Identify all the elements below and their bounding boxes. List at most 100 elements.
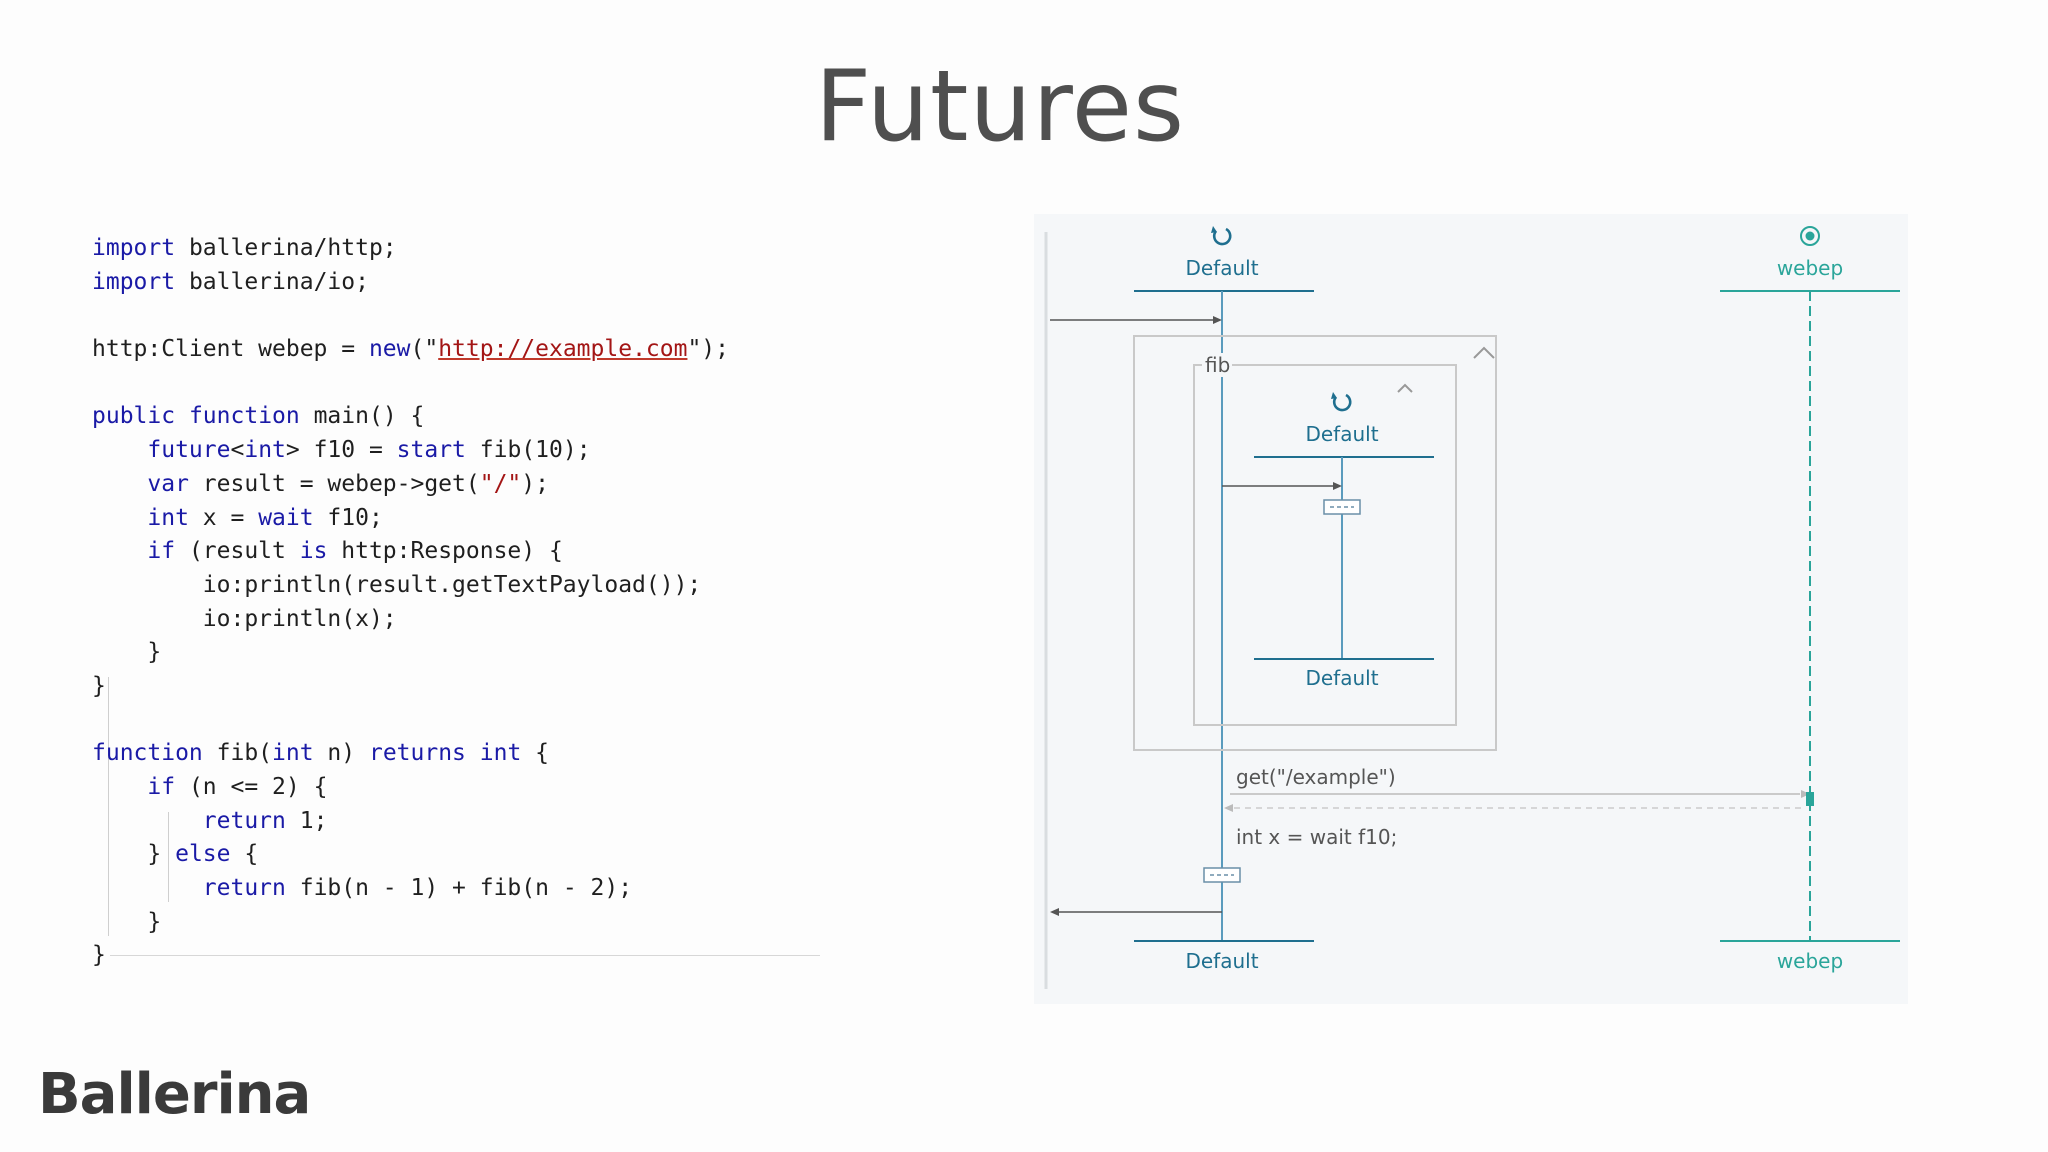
code-token: wait bbox=[258, 504, 314, 531]
code-token: http:Client webep = bbox=[92, 336, 369, 363]
code-token: new bbox=[368, 336, 411, 363]
inner-default-bottom-label: Default bbox=[1305, 666, 1378, 690]
code-token: return bbox=[202, 807, 286, 834]
code-line: return fib(n - 1) + fib(n - 2); bbox=[92, 872, 729, 906]
code-line: future<int> f10 = start fib(10); bbox=[92, 434, 729, 468]
slide-title: Futures bbox=[814, 50, 1186, 164]
code-token: future bbox=[147, 437, 231, 464]
code-token: public bbox=[92, 403, 176, 430]
webep-lifeline-top-label: webep bbox=[1777, 256, 1843, 280]
code-line: } bbox=[92, 939, 729, 973]
code-token: returns bbox=[368, 740, 466, 767]
code-token: } bbox=[92, 942, 106, 969]
code-token: { bbox=[521, 740, 550, 767]
code-token: int bbox=[479, 740, 522, 767]
default-lifeline-top-label: Default bbox=[1185, 256, 1258, 280]
wait-statement-label: int x = wait f10; bbox=[1236, 825, 1397, 849]
code-line: function fib(int n) returns int { bbox=[92, 737, 729, 771]
return-arrow-head bbox=[1050, 908, 1059, 916]
start-fib-arrow-head bbox=[1333, 482, 1342, 490]
incoming-arrow-head bbox=[1213, 316, 1222, 324]
code-token: { bbox=[230, 841, 259, 868]
code-line: } bbox=[92, 636, 729, 670]
inner-collapse-chevron-up-icon[interactable] bbox=[1397, 383, 1413, 393]
indent-guide bbox=[108, 677, 109, 936]
get-message-label: get("/example") bbox=[1236, 765, 1396, 789]
outer-collapsed-block[interactable] bbox=[1203, 867, 1241, 883]
code-token: io:println(x); bbox=[92, 605, 397, 632]
ballerina-logo: Ballerina bbox=[38, 1062, 311, 1127]
code-token bbox=[92, 774, 147, 800]
code-token: ); bbox=[521, 470, 549, 497]
code-line: } bbox=[92, 670, 729, 704]
inner-collapsed-block[interactable] bbox=[1323, 499, 1361, 515]
sequence-diagram: Default Default webep webep fib Defau bbox=[1034, 214, 1908, 1004]
code-token bbox=[92, 538, 147, 564]
code-token bbox=[92, 437, 147, 463]
code-token: int bbox=[272, 740, 314, 767]
code-token bbox=[92, 471, 147, 497]
code-token: (n <= 2) { bbox=[175, 774, 328, 800]
code-line: public function main() { bbox=[92, 400, 729, 434]
code-line: int x = wait f10; bbox=[92, 502, 729, 536]
code-line: } else { bbox=[92, 838, 729, 872]
endpoint-target-icon bbox=[1800, 226, 1820, 246]
outer-collapse-chevron-up-icon[interactable] bbox=[1473, 346, 1495, 359]
code-token: function bbox=[92, 740, 203, 767]
code-listing: import ballerina/http;import ballerina/i… bbox=[92, 232, 729, 973]
code-token: function bbox=[188, 403, 300, 430]
code-token: (result bbox=[175, 538, 300, 565]
fib-label-bg bbox=[1202, 353, 1232, 377]
code-token: "/" bbox=[479, 470, 522, 497]
code-token: ballerina/http; bbox=[175, 235, 397, 261]
code-token: if bbox=[147, 538, 176, 565]
code-token: f10; bbox=[313, 504, 383, 531]
code-token: } bbox=[92, 639, 162, 666]
indent-guide bbox=[168, 812, 169, 902]
get-response-arrow-head bbox=[1224, 804, 1233, 812]
code-token: main() { bbox=[299, 403, 425, 430]
code-token: io:println(result.getTextPayload()); bbox=[92, 571, 702, 598]
code-token: < bbox=[230, 437, 245, 464]
webep-activation bbox=[1806, 792, 1814, 806]
code-token: } bbox=[92, 672, 106, 699]
inner-default-top-label: Default bbox=[1305, 422, 1378, 446]
code-line: if (result is http:Response) { bbox=[92, 535, 729, 569]
code-line: io:println(result.getTextPayload()); bbox=[92, 569, 729, 603]
code-token: int bbox=[244, 437, 286, 464]
webep-lifeline-bottom-label: webep bbox=[1777, 949, 1843, 973]
diagram-canvas: Default Default webep webep fib Defau bbox=[1034, 214, 1908, 1004]
get-request-arrow-head bbox=[1801, 790, 1810, 798]
code-token: (" bbox=[410, 336, 439, 363]
code-token: "); bbox=[687, 336, 729, 363]
inner-worker-icon bbox=[1331, 392, 1352, 412]
default-lifeline-bottom-label: Default bbox=[1185, 949, 1258, 973]
code-panel: import ballerina/http;import ballerina/i… bbox=[92, 232, 822, 992]
code-token: > f10 = bbox=[285, 437, 397, 464]
fib-fragment-label: fib bbox=[1205, 353, 1230, 377]
code-token: result = webep->get( bbox=[188, 470, 480, 497]
code-line: import ballerina/io; bbox=[92, 266, 729, 300]
code-token: fib(n - 1) + fib(n - 2); bbox=[285, 875, 633, 902]
code-token: fib(10); bbox=[465, 437, 591, 464]
code-token bbox=[92, 875, 203, 901]
code-token: 1; bbox=[285, 807, 328, 834]
code-line: io:println(x); bbox=[92, 603, 729, 637]
code-line: http:Client webep = new("http://example.… bbox=[92, 333, 729, 367]
code-token: import bbox=[92, 268, 176, 295]
divider bbox=[110, 955, 820, 956]
code-token: } bbox=[92, 908, 162, 935]
code-token: x = bbox=[188, 504, 259, 531]
code-token: http://example.com bbox=[438, 336, 688, 363]
code-line bbox=[92, 704, 729, 738]
code-token: ballerina/io; bbox=[175, 268, 369, 295]
diagram-background bbox=[1034, 214, 1908, 1004]
code-token: var bbox=[147, 470, 189, 497]
code-token: int bbox=[147, 504, 189, 531]
code-line: var result = webep->get("/"); bbox=[92, 468, 729, 502]
code-line: } bbox=[92, 906, 729, 940]
code-token: import bbox=[92, 235, 176, 261]
code-token bbox=[466, 740, 480, 766]
code-line: if (n <= 2) { bbox=[92, 771, 729, 805]
code-line bbox=[92, 299, 729, 333]
